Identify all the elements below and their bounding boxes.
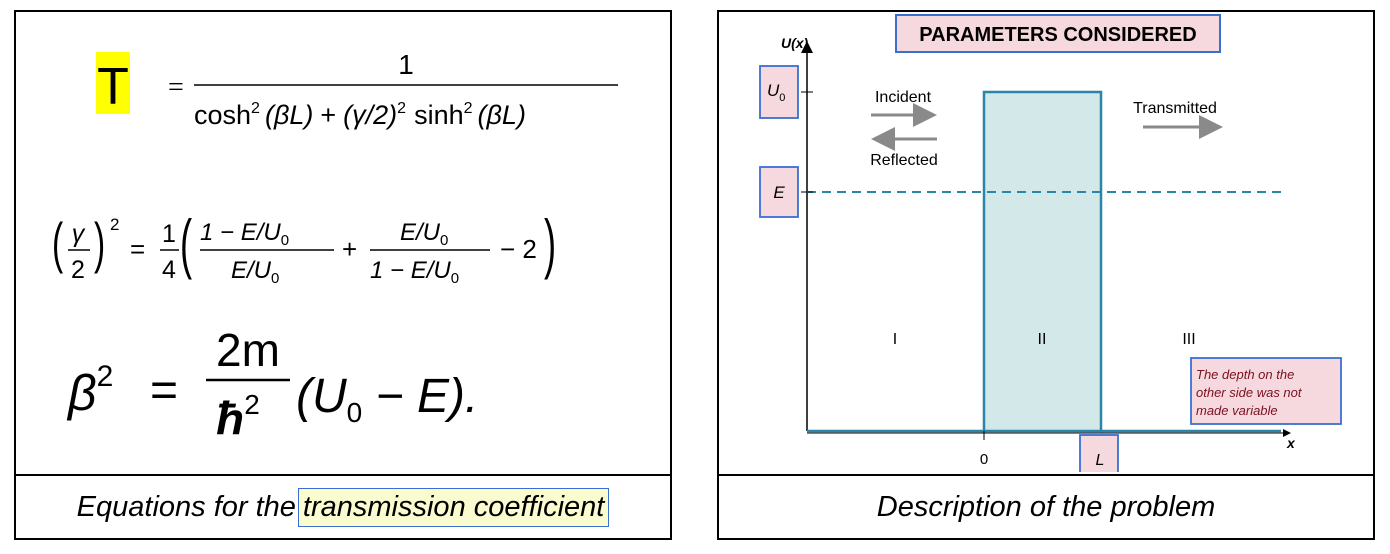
eq2-sup: 2 [110, 215, 119, 234]
eq1-numerator: 1 [398, 49, 414, 80]
eq2-frac-a-den: E/U0 [231, 257, 279, 287]
eq1-equals: = [168, 72, 184, 103]
e-label-box [759, 166, 799, 218]
e-label: E [773, 183, 785, 202]
region-1-label: I [893, 331, 897, 348]
eq2-big-open-paren: ( [180, 208, 192, 281]
t-highlight [96, 52, 130, 114]
note-line-1: The depth on the [1196, 367, 1294, 382]
region-3-label: III [1182, 331, 1195, 348]
eq3-rhs: (U0 − E). [296, 370, 478, 428]
caption-divider [16, 474, 670, 476]
eq3-denominator: ħ2 [216, 389, 260, 444]
tick-zero-label: 0 [980, 451, 988, 468]
eq1-lhs: T [97, 58, 129, 116]
equations-caption: Equations for the transmission coefficie… [16, 476, 670, 538]
eq2-open-paren: ( [52, 211, 64, 274]
note-line-3: made variable [1196, 403, 1278, 418]
caption-divider [719, 474, 1373, 476]
incident-label: Incident [875, 89, 932, 106]
eq3-beta-squared: β2 [66, 360, 113, 421]
eq2-gamma: γ [72, 220, 86, 248]
y-axis-label: U(x) [781, 35, 809, 51]
problem-diagram: PARAMETERS CONSIDERED U(x) x U0 E 0 L In… [759, 14, 1342, 472]
eq3-numerator: 2m [216, 324, 280, 376]
tick-l-label: L [1096, 452, 1105, 469]
eq2-frac-b-den: 1 − E/U0 [370, 257, 459, 287]
eq2-frac-b-num: E/U0 [400, 219, 448, 249]
reflected-label: Reflected [870, 152, 938, 169]
diagram-title: PARAMETERS CONSIDERED [919, 24, 1196, 46]
eq3-equals: = [150, 364, 178, 417]
transmitted-label: Transmitted [1133, 100, 1217, 117]
note-box [1190, 357, 1342, 425]
problem-panel: PARAMETERS CONSIDERED U(x) x U0 E 0 L In… [717, 10, 1375, 540]
caption-highlight: transmission coefficient [297, 487, 610, 527]
potential-barrier [982, 90, 1103, 433]
u0-label-box [759, 65, 799, 119]
eq2-two: 2 [71, 256, 85, 284]
u0-label: U0 [767, 81, 785, 104]
problem-caption: Description of the problem [876, 490, 1216, 523]
eq2-plus: + [342, 234, 357, 264]
eq2-minus-two: − 2 [500, 234, 537, 264]
eq2-equals: = [130, 234, 145, 264]
l-label-box [1079, 434, 1119, 472]
eq2-frac-a-num: 1 − E/U0 [200, 219, 289, 249]
caption-prefix: Equations for the [76, 490, 296, 523]
region-2-label: II [1038, 331, 1047, 348]
eq2-four: 4 [162, 256, 176, 284]
eq2-close-paren: ) [94, 211, 105, 274]
x-axis-label: x [1286, 435, 1296, 451]
eq2-big-close-paren: ) [544, 208, 556, 281]
eq2-one: 1 [162, 220, 176, 248]
note-line-2: other side was not [1196, 385, 1303, 400]
title-box [895, 14, 1221, 53]
